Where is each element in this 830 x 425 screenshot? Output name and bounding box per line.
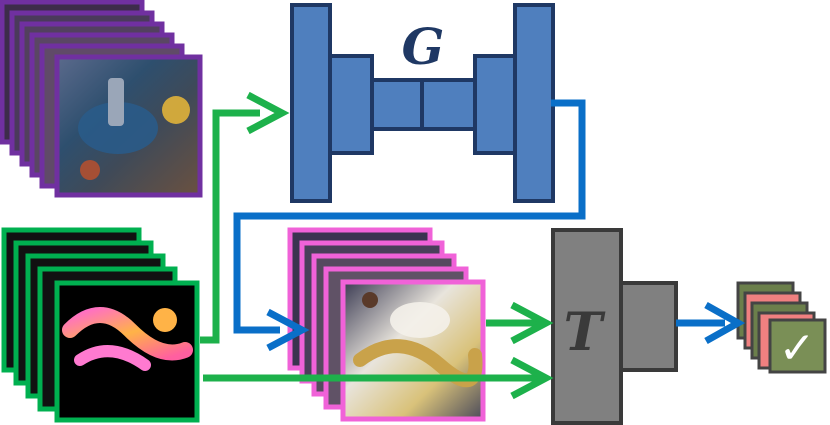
task-network: T xyxy=(551,228,678,425)
generator-network: G xyxy=(290,3,555,203)
result-front-card: ✓ xyxy=(768,318,827,374)
synthetic-image-front xyxy=(54,280,200,423)
generator-block xyxy=(473,54,517,155)
synthetic-to-task-arrow xyxy=(203,356,554,400)
real-image-stack xyxy=(0,0,203,198)
task-to-output-arrow xyxy=(676,301,746,345)
task-block xyxy=(619,281,678,372)
generated-to-task-arrow xyxy=(486,301,554,345)
synthetic-image-stack xyxy=(1,227,200,423)
generator-block xyxy=(513,3,555,203)
output-result-stack: ✓ xyxy=(736,281,827,374)
generated-image-front xyxy=(340,279,486,422)
task-label: T xyxy=(564,302,606,363)
generator-label: G xyxy=(402,17,445,76)
generator-to-generated-arrow xyxy=(233,99,586,352)
generator-block xyxy=(328,54,374,155)
generator-block xyxy=(420,78,477,131)
generator-block xyxy=(370,78,424,131)
real-image-front xyxy=(54,54,203,198)
generated-image-stack xyxy=(287,227,486,422)
synthetic-to-generator-arrow xyxy=(200,91,290,344)
check-mark-icon: ✓ xyxy=(779,323,816,374)
generator-block xyxy=(290,3,332,203)
